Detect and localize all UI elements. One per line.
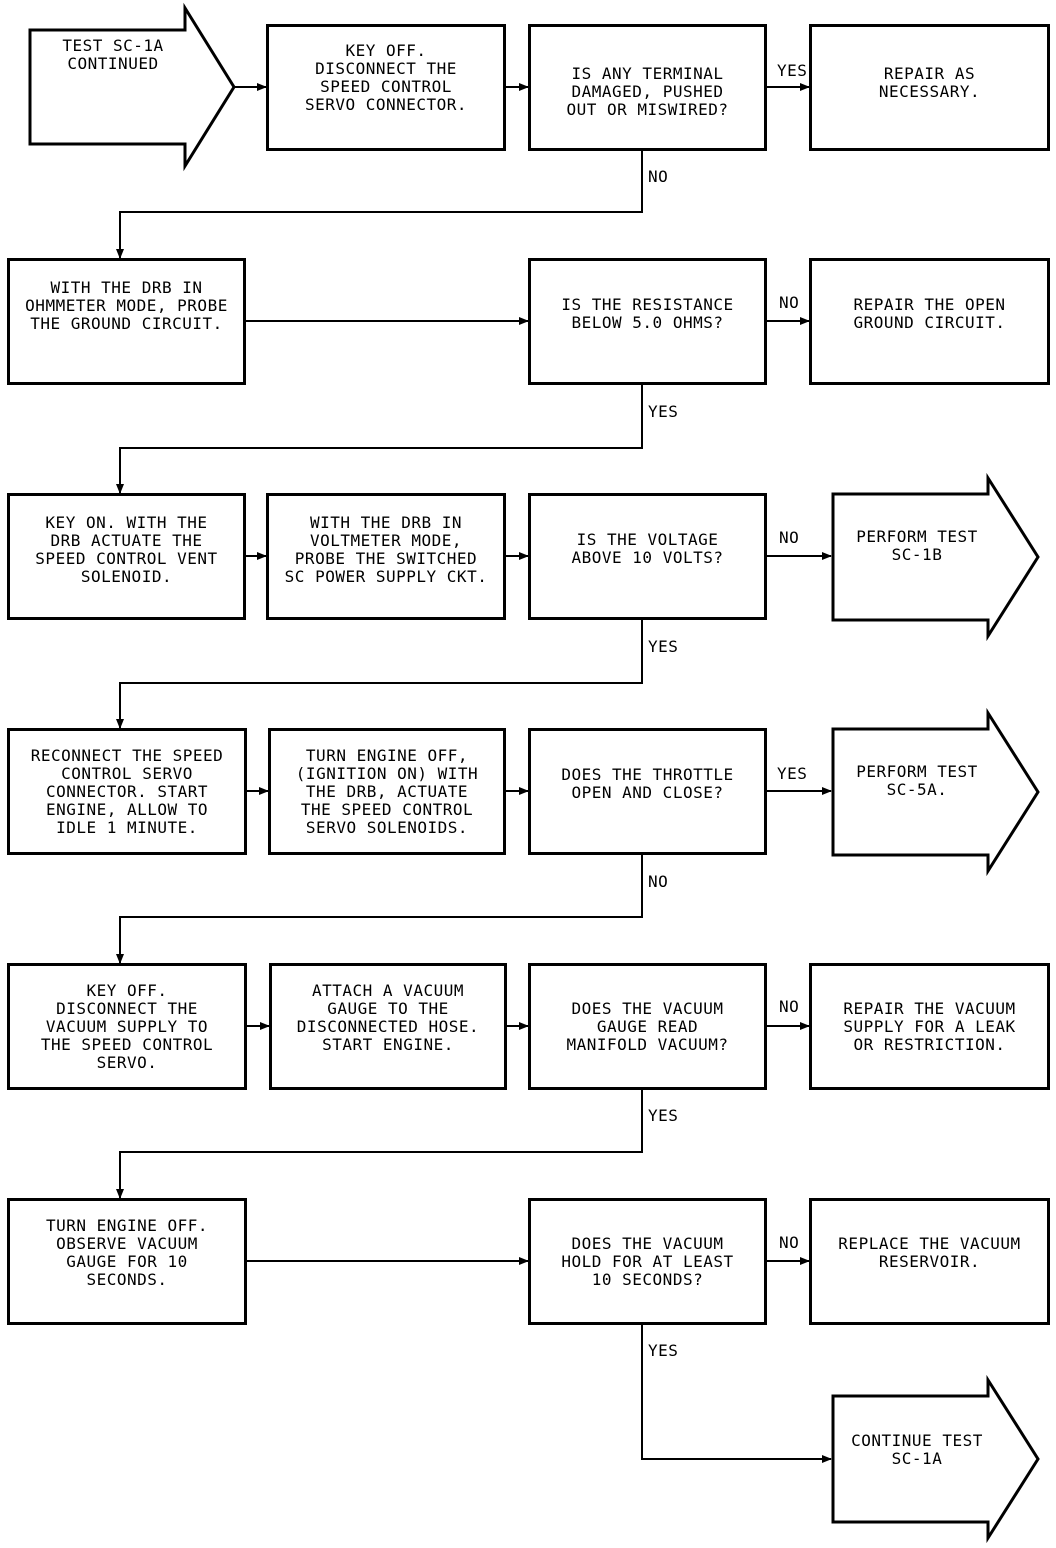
action-repair-as-necessary: REPAIR AS NECESSARY.	[809, 24, 1050, 151]
action-text: REPAIR THE VACUUM SUPPLY FOR A LEAK OR R…	[843, 999, 1016, 1054]
yes-label: YES	[777, 61, 808, 80]
yes-label: YES	[648, 637, 679, 656]
step-text: KEY OFF. DISCONNECT THE SPEED CONTROL SE…	[304, 41, 468, 114]
step-text: TURN ENGINE OFF, (IGNITION ON) WITH THE …	[295, 746, 479, 837]
step-reconnect-start-engine: RECONNECT THE SPEED CONTROL SERVO CONNEC…	[7, 728, 247, 855]
arrow-perform-test-sc-5a: PERFORM TEST SC-5A.	[831, 707, 1043, 877]
question-text: DOES THE VACUUM HOLD FOR AT LEAST 10 SEC…	[561, 1234, 734, 1289]
end-text: CONTINUE TEST SC-1A	[851, 1431, 983, 1468]
arrow-perform-test-sc-1b: PERFORM TEST SC-1B	[831, 472, 1043, 642]
start-text: TEST SC-1A CONTINUED	[62, 36, 164, 73]
yes-label: YES	[648, 402, 679, 421]
action-text: REPAIR AS NECESSARY.	[878, 64, 981, 101]
arrow-shape	[831, 472, 1040, 642]
step-text: WITH THE DRB IN OHMMETER MODE, PROBE THE…	[25, 278, 228, 333]
question-text: DOES THE THROTTLE OPEN AND CLOSE?	[561, 765, 734, 802]
step-attach-vacuum-gauge: ATTACH A VACUUM GAUGE TO THE DISCONNECTE…	[269, 963, 507, 1090]
yes-label: YES	[648, 1341, 679, 1360]
step-text: KEY ON. WITH THE DRB ACTUATE THE SPEED C…	[35, 513, 218, 586]
step-disconnect-vacuum-supply: KEY OFF. DISCONNECT THE VACUUM SUPPLY TO…	[7, 963, 247, 1090]
step-probe-switched-power: WITH THE DRB IN VOLTMETER MODE, PROBE TH…	[266, 493, 506, 620]
action-repair-open-ground: REPAIR THE OPEN GROUND CIRCUIT.	[809, 258, 1050, 385]
no-label: NO	[779, 1233, 800, 1252]
action-text: REPLACE THE VACUUM RESERVOIR.	[838, 1234, 1021, 1271]
step-text: RECONNECT THE SPEED CONTROL SERVO CONNEC…	[30, 746, 224, 837]
question-terminal-damaged: IS ANY TERMINAL DAMAGED, PUSHED OUT OR M…	[528, 24, 767, 151]
no-label: NO	[779, 997, 800, 1016]
action-text: REPAIR THE OPEN GROUND CIRCUIT.	[853, 295, 1006, 332]
yes-label: YES	[777, 764, 808, 783]
step-key-off-disconnect-servo: KEY OFF. DISCONNECT THE SPEED CONTROL SE…	[266, 24, 506, 151]
question-throttle-open-close: DOES THE THROTTLE OPEN AND CLOSE?	[528, 728, 767, 855]
arrow-shape	[831, 707, 1040, 877]
step-probe-ground-circuit: WITH THE DRB IN OHMMETER MODE, PROBE THE…	[7, 258, 246, 385]
step-text: TURN ENGINE OFF. OBSERVE VACUUM GAUGE FO…	[45, 1216, 209, 1289]
question-text: IS THE RESISTANCE BELOW 5.0 OHMS?	[561, 295, 734, 332]
step-text: KEY OFF. DISCONNECT THE VACUUM SUPPLY TO…	[40, 981, 214, 1072]
action-replace-vacuum-reservoir: REPLACE THE VACUUM RESERVOIR.	[809, 1198, 1050, 1325]
step-actuate-servo-solenoids: TURN ENGINE OFF, (IGNITION ON) WITH THE …	[268, 728, 506, 855]
no-label: NO	[648, 872, 669, 891]
no-label: NO	[779, 528, 800, 547]
arrow-continue-test-sc-1a: CONTINUE TEST SC-1A	[831, 1374, 1043, 1544]
step-observe-vacuum-gauge: TURN ENGINE OFF. OBSERVE VACUUM GAUGE FO…	[7, 1198, 247, 1325]
step-text: ATTACH A VACUUM GAUGE TO THE DISCONNECTE…	[296, 981, 480, 1054]
arrow-shape	[831, 1374, 1040, 1544]
step-text: WITH THE DRB IN VOLTMETER MODE, PROBE TH…	[284, 513, 488, 586]
question-vacuum-hold-10s: DOES THE VACUUM HOLD FOR AT LEAST 10 SEC…	[528, 1198, 767, 1325]
action-text: PERFORM TEST SC-1B	[856, 527, 978, 564]
question-voltage-above-10: IS THE VOLTAGE ABOVE 10 VOLTS?	[528, 493, 767, 620]
question-resistance-below-5: IS THE RESISTANCE BELOW 5.0 OHMS?	[528, 258, 767, 385]
yes-label: YES	[648, 1106, 679, 1125]
question-text: IS THE VOLTAGE ABOVE 10 VOLTS?	[571, 530, 724, 567]
question-text: DOES THE VACUUM GAUGE READ MANIFOLD VACU…	[566, 999, 729, 1054]
question-gauge-read-manifold: DOES THE VACUUM GAUGE READ MANIFOLD VACU…	[528, 963, 767, 1090]
action-repair-vacuum-supply: REPAIR THE VACUUM SUPPLY FOR A LEAK OR R…	[809, 963, 1050, 1090]
no-label: NO	[779, 293, 800, 312]
action-text: PERFORM TEST SC-5A.	[856, 762, 978, 799]
start-arrow: TEST SC-1A CONTINUED	[28, 2, 238, 172]
no-label: NO	[648, 167, 669, 186]
step-key-on-actuate-vent: KEY ON. WITH THE DRB ACTUATE THE SPEED C…	[7, 493, 246, 620]
question-text: IS ANY TERMINAL DAMAGED, PUSHED OUT OR M…	[566, 64, 729, 119]
arrow-shape	[28, 2, 236, 172]
